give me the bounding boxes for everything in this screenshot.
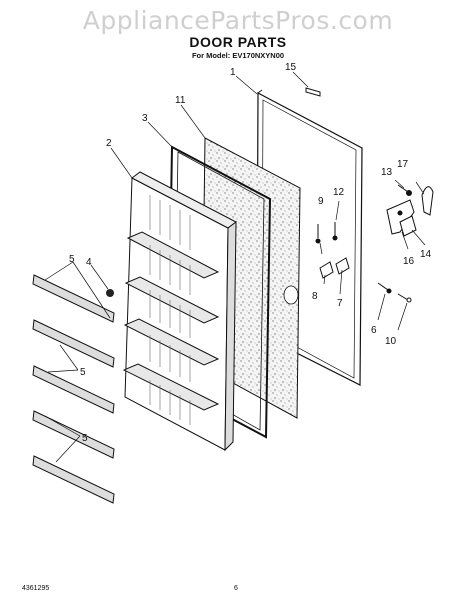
callout-11: 11 <box>175 95 186 106</box>
callout-12: 12 <box>333 187 345 198</box>
hinge-hardware <box>305 87 434 303</box>
doc-number: 4361295 <box>22 585 50 592</box>
callout-13: 13 <box>381 167 393 178</box>
callout-labels: 1 15 11 3 2 4 5 5 5 9 12 13 17 8 7 6 10 … <box>69 62 432 444</box>
shelf-fastener <box>106 289 114 297</box>
page-title: DOOR PARTS <box>189 34 287 50</box>
callout-9: 9 <box>318 196 324 207</box>
callout-6: 6 <box>371 325 377 336</box>
page-number: 6 <box>234 585 238 592</box>
callout-10: 10 <box>385 336 397 347</box>
callout-15: 15 <box>285 62 297 73</box>
watermark: AppliancePartsPros.com <box>82 6 394 35</box>
callout-5c: 5 <box>82 433 88 444</box>
callout-14: 14 <box>420 249 432 260</box>
callout-4: 4 <box>86 257 92 268</box>
callout-3: 3 <box>142 113 148 124</box>
door-shelf-bars <box>32 274 115 504</box>
leader-lines <box>44 71 426 463</box>
callout-5a: 5 <box>69 254 75 265</box>
model-line: For Model: EV170NXYN00 <box>191 51 285 60</box>
callout-17: 17 <box>397 159 409 170</box>
callout-7: 7 <box>337 298 343 309</box>
callout-8: 8 <box>312 291 318 302</box>
callout-1: 1 <box>230 67 236 78</box>
callout-5b: 5 <box>80 367 86 378</box>
callout-16: 16 <box>403 256 415 267</box>
inner-door-liner <box>122 171 237 452</box>
callout-2: 2 <box>106 138 112 149</box>
